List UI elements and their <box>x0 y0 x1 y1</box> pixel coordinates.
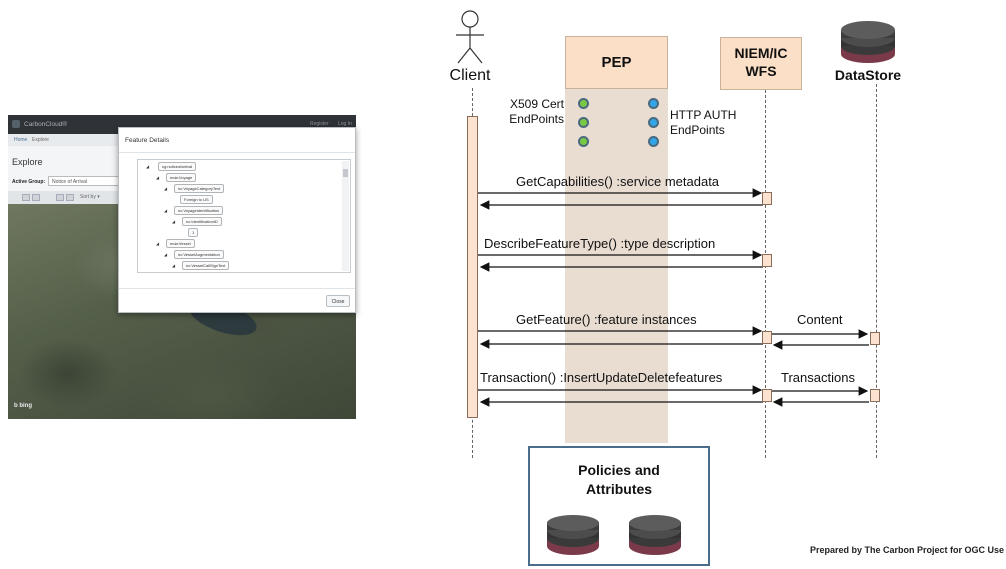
datastore-icon <box>841 21 895 63</box>
collapse-icon[interactable]: ◢ <box>156 241 160 246</box>
app-brand: CarbonCloud® <box>24 121 68 128</box>
datastore-label: DataStore <box>834 67 902 83</box>
datastore-activation <box>870 389 880 402</box>
active-group-label: Active Group: <box>12 179 46 185</box>
policies-box: Policies and Attributes <box>528 446 710 566</box>
tree-node[interactable]: cg:noticeofarrival <box>158 162 197 171</box>
attribute-database-icon <box>629 515 681 555</box>
x509-endpoint-icon <box>578 136 589 147</box>
page-title: Explore <box>12 157 43 167</box>
nav-login-link[interactable]: Log In <box>338 121 352 127</box>
message-getfeature: GetFeature() :feature instances <box>516 312 697 327</box>
bing-logo: b bing <box>14 403 32 409</box>
collapse-icon[interactable]: ◢ <box>164 208 168 213</box>
collapse-icon[interactable]: ◢ <box>156 175 160 180</box>
tree-node[interactable]: 1 <box>188 228 199 237</box>
datastore-activation <box>870 332 880 345</box>
crumb-home[interactable]: Home <box>14 137 28 143</box>
client-actor-icon <box>456 10 484 64</box>
tree-node[interactable]: mda:Voyage <box>166 173 197 182</box>
http-endpoints-label: HTTP AUTH EndPoints <box>670 108 737 137</box>
zoom-in-icon[interactable] <box>22 194 30 201</box>
filter-icon[interactable] <box>66 194 74 201</box>
message-transaction: Transaction() :InsertUpdateDeletefeature… <box>480 370 723 385</box>
policy-database-icon <box>547 515 599 555</box>
collapse-icon[interactable]: ◢ <box>164 252 168 257</box>
client-label: Client <box>449 67 491 84</box>
dialog-title: Feature Details <box>125 137 170 144</box>
footer-credit: Prepared by The Carbon Project for OGC U… <box>809 545 1004 555</box>
layer-icon[interactable] <box>56 194 64 201</box>
collapse-icon[interactable]: ◢ <box>172 219 176 224</box>
wfs-lifeline <box>765 90 766 458</box>
pep-label: PEP <box>601 54 632 71</box>
tree-node[interactable]: mda:Vessel <box>166 239 195 248</box>
tree-node[interactable]: nc:VesselAugmentation <box>174 250 224 259</box>
wfs-activation <box>762 254 772 267</box>
sort-dropdown[interactable]: Sort by ▾ <box>80 194 100 200</box>
pep-header: PEP <box>565 36 668 89</box>
wfs-activation <box>762 192 772 205</box>
tree-node[interactable]: nc:VoyageIdentification <box>174 206 224 215</box>
wfs-activation <box>762 331 772 344</box>
x509-endpoint-icon <box>578 98 589 109</box>
crumb-explore: Explore <box>32 137 49 143</box>
wfs-label: NIEM/IC WFS <box>734 45 788 79</box>
tree-node[interactable]: nc:IdentificationID <box>182 217 222 226</box>
http-endpoint-icon <box>648 136 659 147</box>
feature-details-dialog: Feature Details ◢ cg:noticeofarrival ◢ m… <box>118 127 356 313</box>
tree-scrollbar[interactable] <box>342 161 349 271</box>
close-button[interactable]: Close <box>326 295 350 307</box>
datastore-lifeline <box>876 84 877 458</box>
wfs-header: NIEM/IC WFS <box>720 37 802 90</box>
nav-register-link[interactable]: Register <box>310 121 329 127</box>
collapse-icon[interactable]: ◢ <box>172 263 176 268</box>
collapse-icon[interactable]: ◢ <box>164 186 168 191</box>
dialog-divider <box>119 152 355 153</box>
message-content: Content <box>797 312 843 327</box>
wfs-activation <box>762 389 772 402</box>
client-activation <box>467 116 478 418</box>
app-logo-icon <box>12 120 20 128</box>
feature-tree[interactable]: ◢ cg:noticeofarrival ◢ mda:Voyage ◢ nc:V… <box>137 159 351 273</box>
policies-label: Policies and Attributes <box>578 462 660 497</box>
message-getcapabilities: GetCapabilities() :service metadata <box>516 174 720 189</box>
zoom-out-icon[interactable] <box>32 194 40 201</box>
tree-node[interactable]: Foreign to US <box>180 195 213 204</box>
http-endpoint-icon <box>648 117 659 128</box>
message-transactions: Transactions <box>781 370 855 385</box>
tree-node[interactable]: nc:VesselCallSignText <box>182 261 230 270</box>
x509-endpoints-label: X509 Cert EndPoints <box>509 97 564 126</box>
scrollbar-thumb[interactable] <box>343 169 348 177</box>
collapse-icon[interactable]: ◢ <box>146 164 150 169</box>
tree-node[interactable]: nc:VoyageCategoryText <box>174 184 225 193</box>
x509-endpoint-icon <box>578 117 589 128</box>
dialog-footer-divider <box>119 288 355 289</box>
http-endpoint-icon <box>648 98 659 109</box>
message-describefeaturetype: DescribeFeatureType() :type description <box>484 236 716 251</box>
